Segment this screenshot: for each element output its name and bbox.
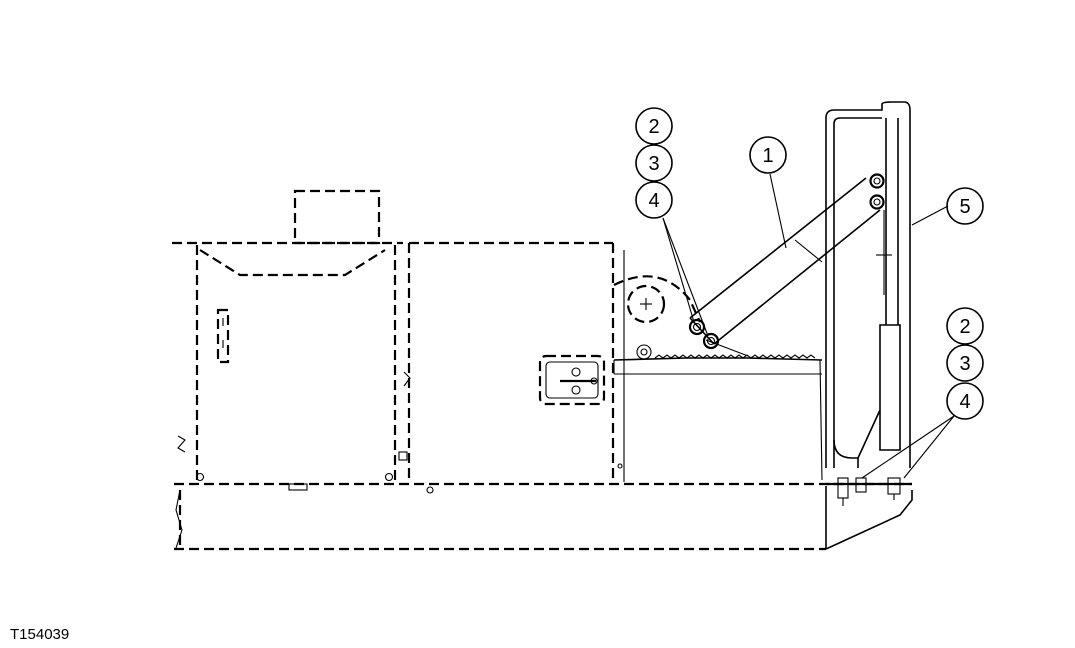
callout-2-lower: 2 [946,307,984,345]
callout-2-upper-label: 2 [648,116,659,138]
callout-4-upper-label: 4 [648,190,659,212]
support-strut [688,173,885,357]
center-cabinet [398,241,623,482]
callout-4-upper: 4 [635,181,673,219]
base-frame [174,477,913,551]
callout-5: 5 [946,187,984,225]
callout-3-lower: 3 [946,344,984,382]
pivot-arc [613,250,702,482]
callout-2-upper: 2 [635,107,673,145]
callout-4-lower-label: 4 [959,391,970,413]
callout-3-lower-label: 3 [959,353,970,375]
callout-5-label: 5 [959,196,970,218]
leader-lines [662,173,955,479]
figure-reference-id: T154039 [10,626,70,643]
handrail-frame [819,101,911,481]
callout-1: 1 [749,136,787,174]
callout-3-upper-label: 3 [648,153,659,175]
left-housing [172,189,411,482]
callout-3-upper: 3 [635,144,673,182]
step-rail [613,344,823,375]
callout-2-lower-label: 2 [959,316,970,338]
callout-1-label: 1 [762,145,773,167]
callout-4-lower: 4 [946,382,984,420]
